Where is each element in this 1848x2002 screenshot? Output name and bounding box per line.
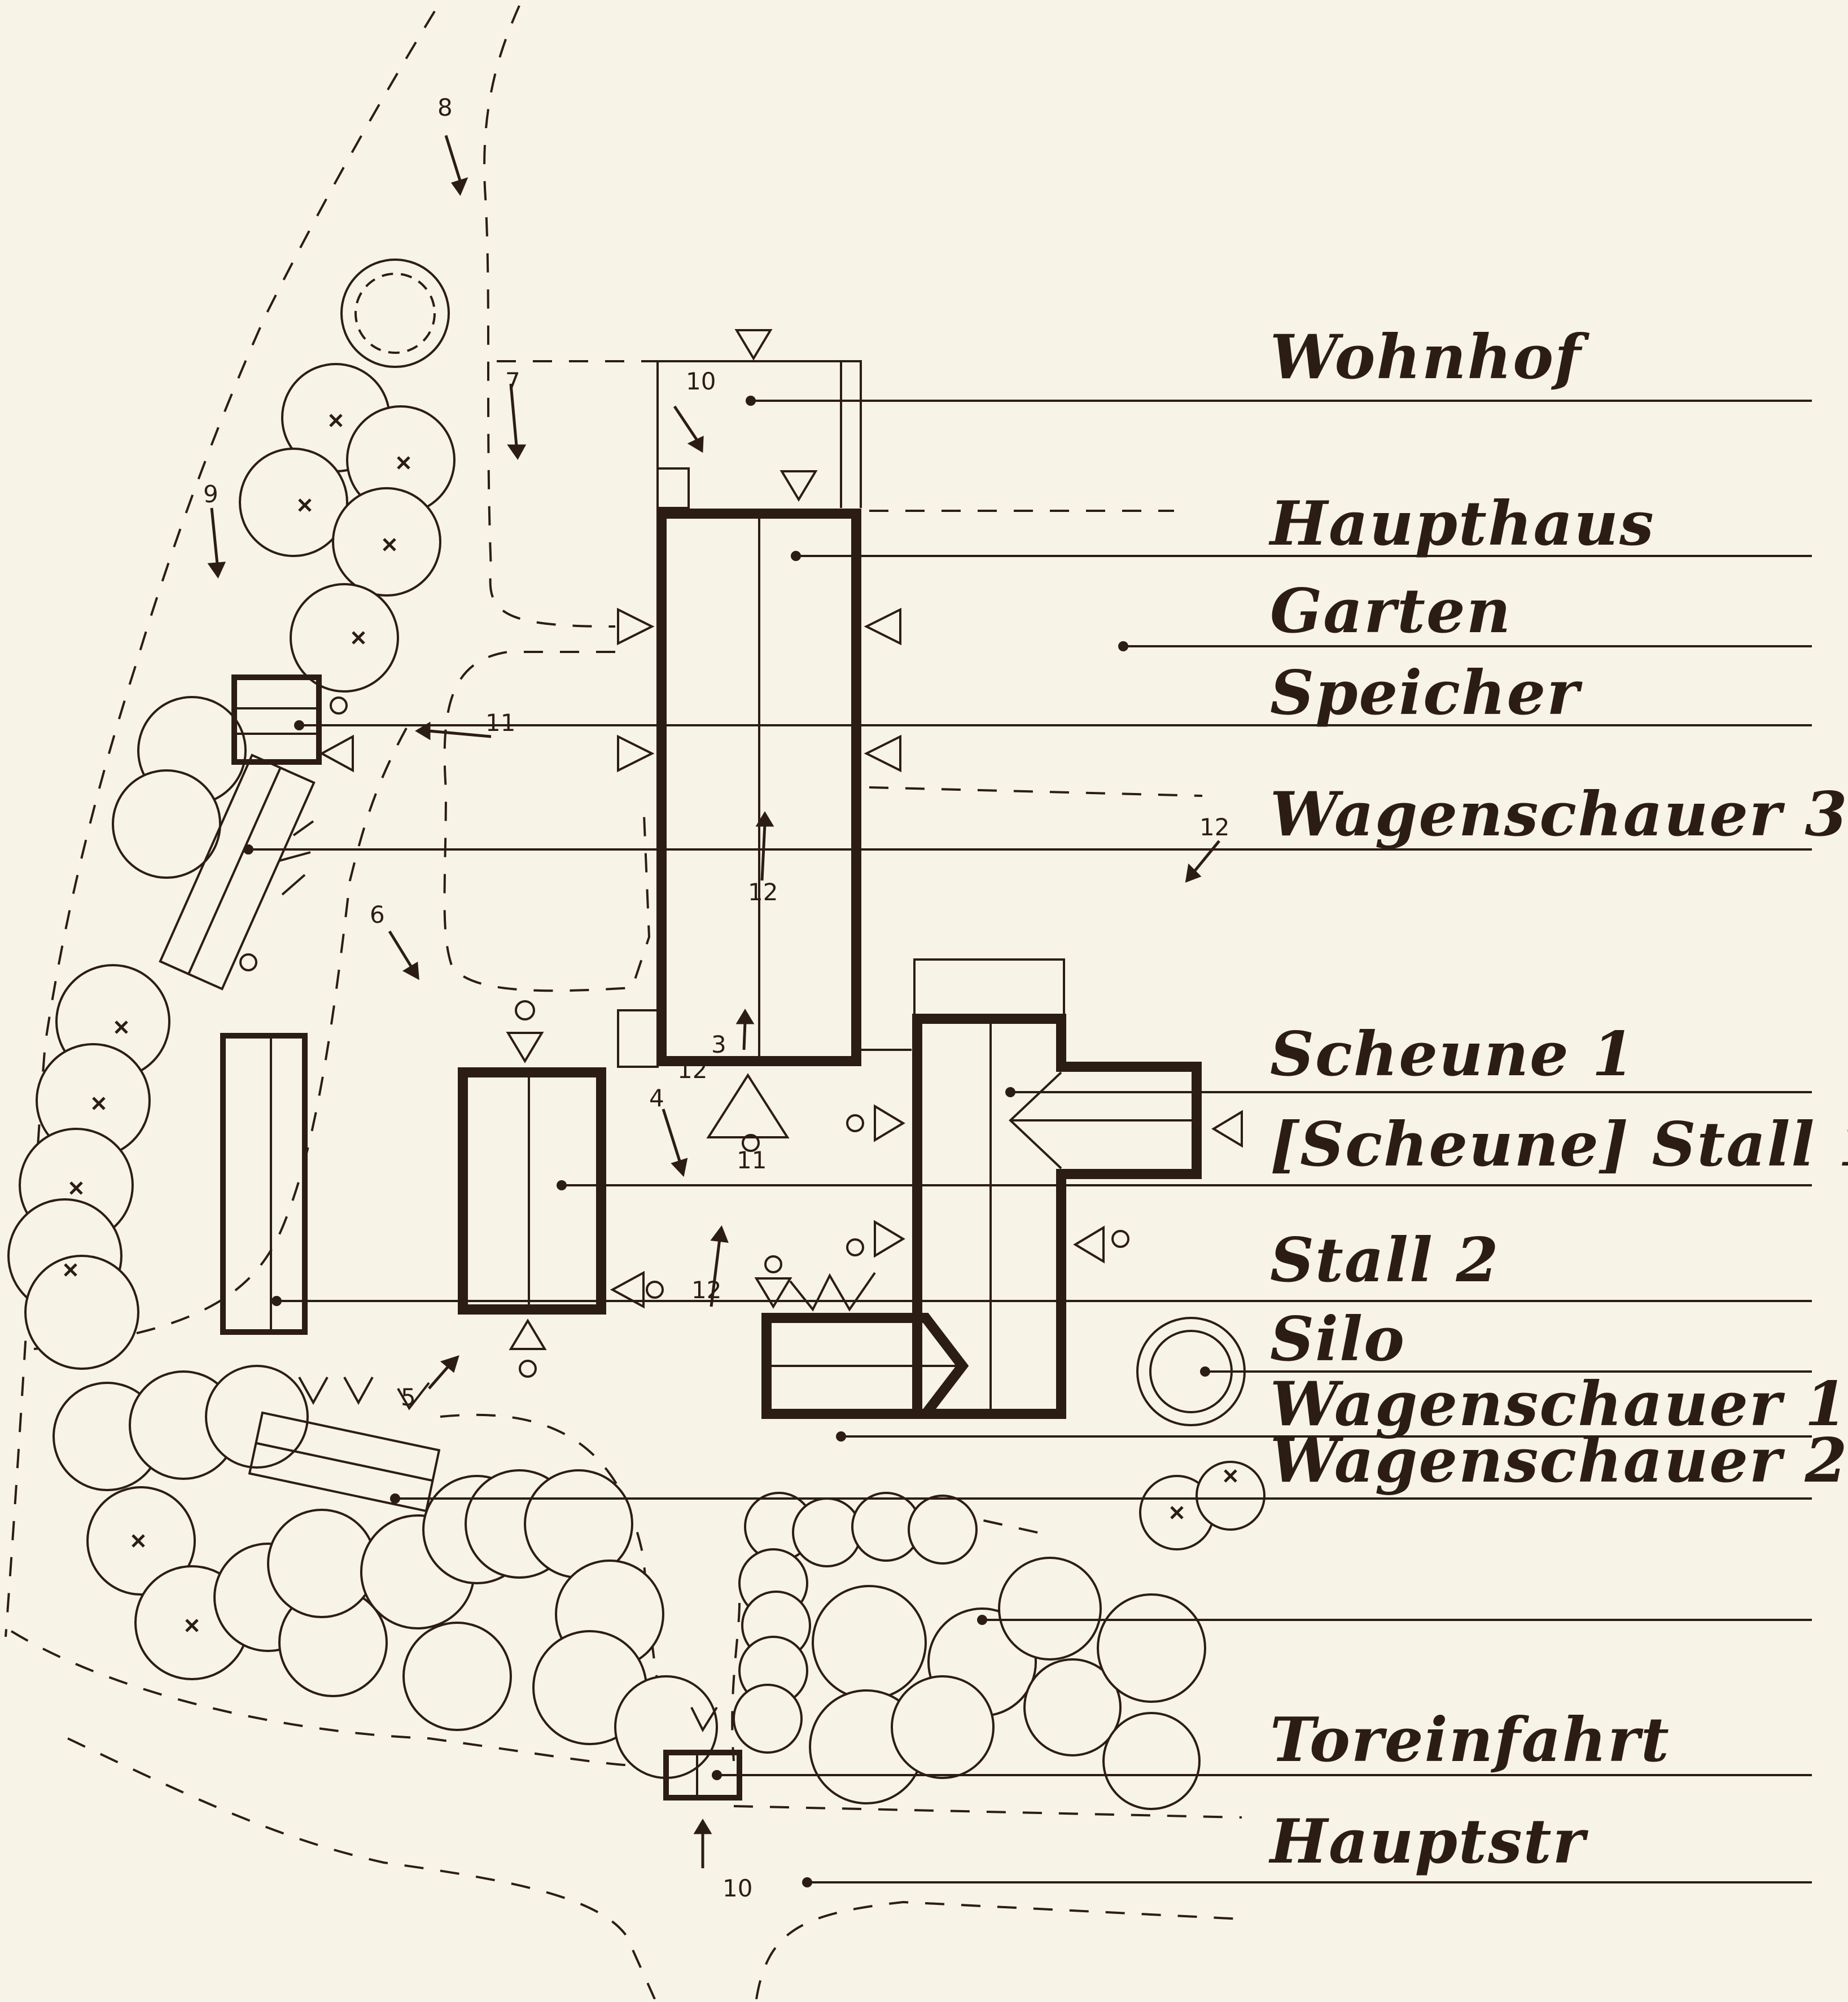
legend-label-wagenschauer1: Wagenschauer 1 — [1270, 1369, 1848, 1440]
tree-crosses — [64, 414, 1237, 1632]
view-triangles — [279, 329, 1243, 1733]
tree-group-east — [733, 1461, 1265, 1810]
leader-dot-scheune_stall1 — [557, 1180, 567, 1190]
speicher-building — [231, 674, 322, 765]
scheune-middle-building — [458, 1067, 606, 1315]
viewpoint-number: 3 — [711, 1031, 726, 1058]
tree-group-west — [7, 259, 456, 1370]
viewpoint-number: 11 — [485, 709, 515, 737]
leader-dot-wagenschauer1 — [836, 1431, 846, 1442]
leader-dot-haupthaus — [791, 551, 801, 561]
wagenschauer2-building — [248, 1411, 441, 1513]
viewpoint-numbers: 3 4 5 6 7 8 9 10 10 11 11 12 12 12 12 — [203, 94, 1229, 1902]
leader-dot-scheune1 — [1005, 1087, 1015, 1097]
station-circles — [239, 696, 1129, 1378]
legend-label-scheune_stall1: [Scheune] Stall 1 — [1270, 1109, 1848, 1180]
dashed-boundaries — [5, 5, 1242, 2000]
viewpoint-number: 10 — [722, 1874, 752, 1902]
legend-label-hauptstr: Hauptstr — [1268, 1806, 1589, 1877]
leader-dot-wagenschauer2 — [390, 1493, 400, 1504]
leader-dot-hof — [977, 1615, 987, 1625]
haupthaus-building — [617, 509, 912, 1068]
leader-dot-garten — [1118, 641, 1128, 651]
viewpoint-number: 8 — [437, 94, 453, 121]
viewpoint-number: 5 — [401, 1383, 416, 1411]
leader-dot-speicher — [294, 720, 304, 730]
legend-label-scheune1: Scheune 1 — [1270, 1019, 1636, 1090]
viewpoint-arrows — [207, 135, 1220, 1868]
viewpoint-number: 12 — [677, 1056, 707, 1084]
scheune-stall-building — [912, 958, 1202, 1419]
west-long-building — [220, 1033, 308, 1335]
wagenschauer3-building — [159, 754, 316, 991]
legend-label-wagenschauer2: Wagenschauer 2 — [1270, 1425, 1848, 1496]
legend-label-speicher: Speicher — [1270, 658, 1583, 729]
legend-label-silo: Silo — [1270, 1304, 1405, 1375]
leader-dot-hauptstr — [802, 1877, 812, 1887]
leader-dot-wagenschauer3 — [243, 844, 253, 855]
viewpoint-number: 7 — [505, 367, 520, 395]
legend-label-toreinfahrt: Toreinfahrt — [1270, 1705, 1670, 1776]
legend-label-wagenschauer3: Wagenschauer 3 — [1270, 779, 1848, 850]
leader-dot-wohnhof — [746, 396, 756, 406]
leader-dot-silo — [1200, 1366, 1210, 1377]
legend-label-wohnhof: Wohnhof — [1270, 322, 1589, 393]
viewpoint-number: 12 — [691, 1276, 721, 1304]
viewpoint-number: 9 — [203, 480, 218, 508]
viewpoint-number: 6 — [370, 901, 385, 928]
legend-label-haupthaus: Haupthaus — [1268, 488, 1655, 559]
viewpoint-number: 12 — [1199, 813, 1229, 841]
viewpoint-number: 4 — [649, 1084, 664, 1112]
legend-label-garten: Garten — [1270, 576, 1512, 647]
legend-label-stall2: Stall 2 — [1270, 1225, 1500, 1296]
wohnhof-outline — [656, 360, 862, 509]
viewpoint-number: 11 — [737, 1146, 767, 1174]
leader-dot-stall2 — [271, 1296, 282, 1306]
leader-dot-toreinfahrt — [712, 1770, 722, 1780]
viewpoint-number: 12 — [748, 878, 778, 906]
legend-leader-lines: WohnhofHaupthausGartenSpeicherWagenschau… — [243, 322, 1848, 1887]
tree-group-south — [52, 1365, 718, 1779]
stall2-wing — [761, 1313, 969, 1419]
viewpoint-number: 10 — [686, 367, 716, 395]
